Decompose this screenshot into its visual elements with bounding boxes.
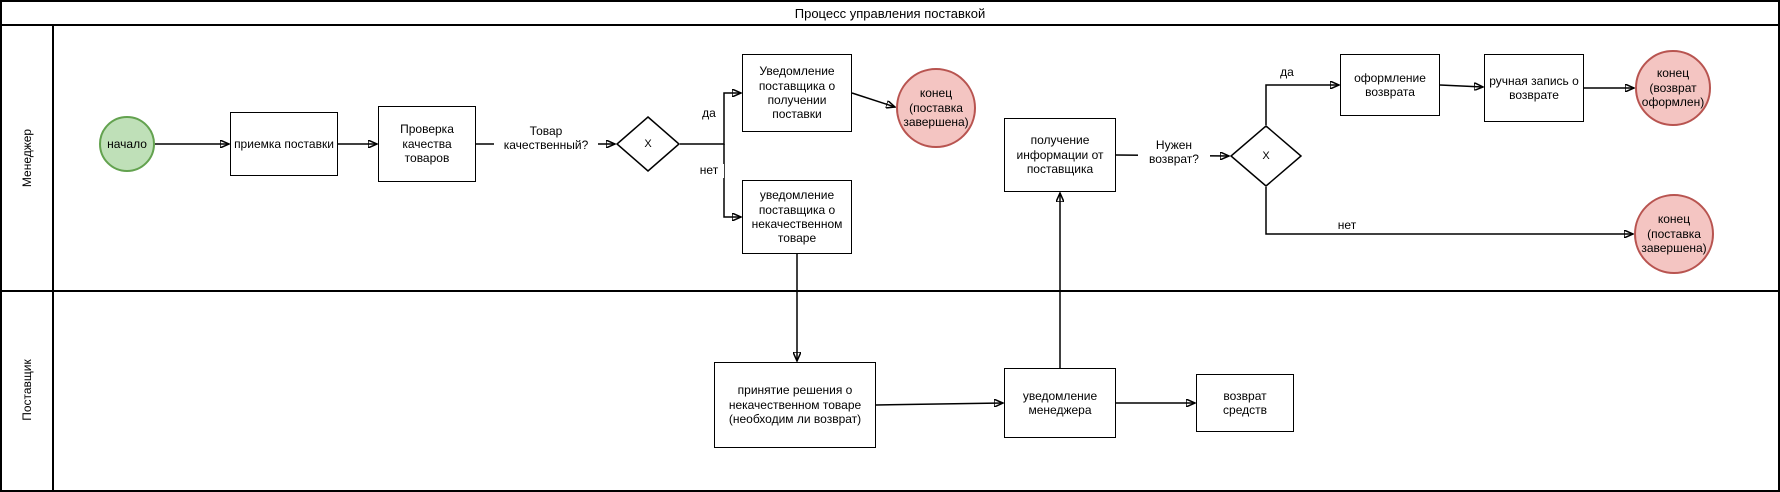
flow-return-to-manual — [1439, 85, 1483, 87]
diagram-title: Процесс управления поставкой — [2, 2, 1778, 26]
flow-gateway1-yes — [680, 93, 741, 145]
gateway-x-marker: X — [1262, 150, 1270, 162]
end-event-delivery-complete-2[interactable]: конец (поставка завершена) — [1634, 194, 1714, 274]
task-receive-info-from-supplier[interactable]: получение информации от поставщика — [1004, 118, 1116, 192]
lane-label-column: Менеджер Поставщик — [2, 26, 54, 490]
task-refund[interactable]: возврат средств — [1196, 374, 1294, 432]
task-notify-supplier-defective[interactable]: уведомление поставщика о некачественном … — [742, 180, 852, 254]
edge-label-return-yes: да — [1274, 65, 1300, 80]
flow-gateway2-yes — [1265, 85, 1339, 125]
task-quality-check[interactable]: Проверка качества товаров — [378, 106, 476, 182]
edge-label-return-no: нет — [1330, 218, 1364, 233]
end-event-delivery-complete-1[interactable]: конец (поставка завершена) — [896, 68, 976, 148]
edge-label-quality-yes: да — [696, 106, 722, 121]
task-decide-return[interactable]: принятие решения о некачественном товаре… — [714, 362, 876, 448]
edge-label-quality-no: нет — [694, 163, 724, 178]
task-manual-return-record[interactable]: ручная запись о возврате — [1484, 54, 1584, 122]
edge-label-quality-question: Товар качественный? — [494, 124, 598, 153]
diamond-shape-icon — [616, 116, 680, 172]
gateway-x-marker: X — [644, 138, 652, 150]
start-event[interactable]: начало — [99, 116, 155, 172]
flow-gateway1-no — [723, 144, 741, 217]
edge-label-return-question: Нужен возврат? — [1138, 138, 1210, 167]
lane-divider — [2, 290, 1778, 292]
task-notify-supplier-received[interactable]: Уведомление поставщика о получении поста… — [742, 54, 852, 132]
task-notify-manager[interactable]: уведомление менеджера — [1004, 368, 1116, 438]
flow-notifyok-to-end1 — [851, 92, 895, 107]
gateway-return[interactable]: X — [1230, 125, 1302, 187]
diamond-shape-icon — [1230, 125, 1302, 187]
end-event-return-processed[interactable]: конец (возврат оформлен) — [1635, 50, 1711, 126]
task-process-return[interactable]: оформление возврата — [1340, 54, 1440, 116]
flow-gateway2-no-to-end3 — [1265, 187, 1633, 234]
flow-decide-to-notifymanager — [875, 403, 1003, 405]
task-receive-delivery[interactable]: приемка поставки — [230, 112, 338, 176]
gateway-quality[interactable]: X — [616, 116, 680, 172]
